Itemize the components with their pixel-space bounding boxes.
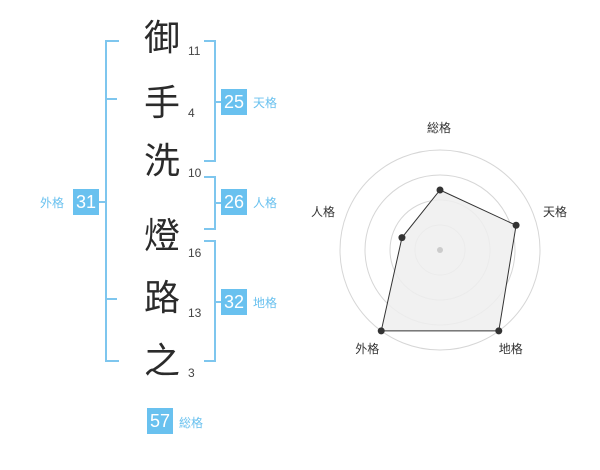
name-char-2: 手 [143,83,180,124]
gaikaku-connector [98,201,106,203]
jinkaku-connector [214,202,222,204]
tenkaku-connector [214,101,222,103]
radar-axis-label-3: 地格 [498,341,523,356]
tenkaku-badge: 25 [221,89,247,115]
tenkaku-label: 天格 [253,96,278,110]
gaikaku-label: 外格 [40,196,65,210]
radar-ring [339,149,541,351]
gaikaku-tick [105,98,117,100]
stroke-count-2: 4 [188,106,195,120]
stroke-count-3: 10 [188,166,202,180]
name-char-1: 御 [143,18,180,59]
jinkaku-badge: 26 [221,189,247,215]
radar-ring [414,224,466,276]
radar-axis-label-4: 外格 [355,341,380,356]
radar-ring [364,174,516,326]
radar-axis-label-2: 天格 [543,205,568,220]
stroke-count-4: 16 [188,246,202,260]
chikaku-connector [214,301,222,303]
radar-point-2 [512,221,520,229]
name-char-4: 燈 [143,216,180,257]
name-char-3: 洗 [143,141,180,182]
radar-point-3 [495,327,503,335]
name-char-5: 路 [143,278,180,319]
soukaku-label: 総格 [179,416,204,430]
radar-point-1 [436,186,444,194]
stroke-count-6: 3 [188,366,195,380]
stroke-count-1: 11 [188,44,201,58]
stroke-count-5: 13 [188,306,202,320]
radar-axis-label-1: 総格 [427,121,452,135]
gaikaku-badge: 31 [73,189,99,215]
jinkaku-label: 人格 [253,196,278,210]
radar-point-5 [398,234,406,242]
name-char-6: 之 [143,341,180,382]
radar-point-4 [377,327,385,335]
gaikaku-bracket [105,40,119,362]
radar-center-dot [437,247,443,253]
radar-series-polygon [380,189,517,332]
chikaku-label: 地格 [253,296,278,310]
radar-ring [389,199,491,301]
soukaku-badge: 57 [147,408,173,434]
gaikaku-tick [105,298,117,300]
chikaku-badge: 32 [221,289,247,315]
radar-axis-label-5: 人格 [310,205,335,220]
